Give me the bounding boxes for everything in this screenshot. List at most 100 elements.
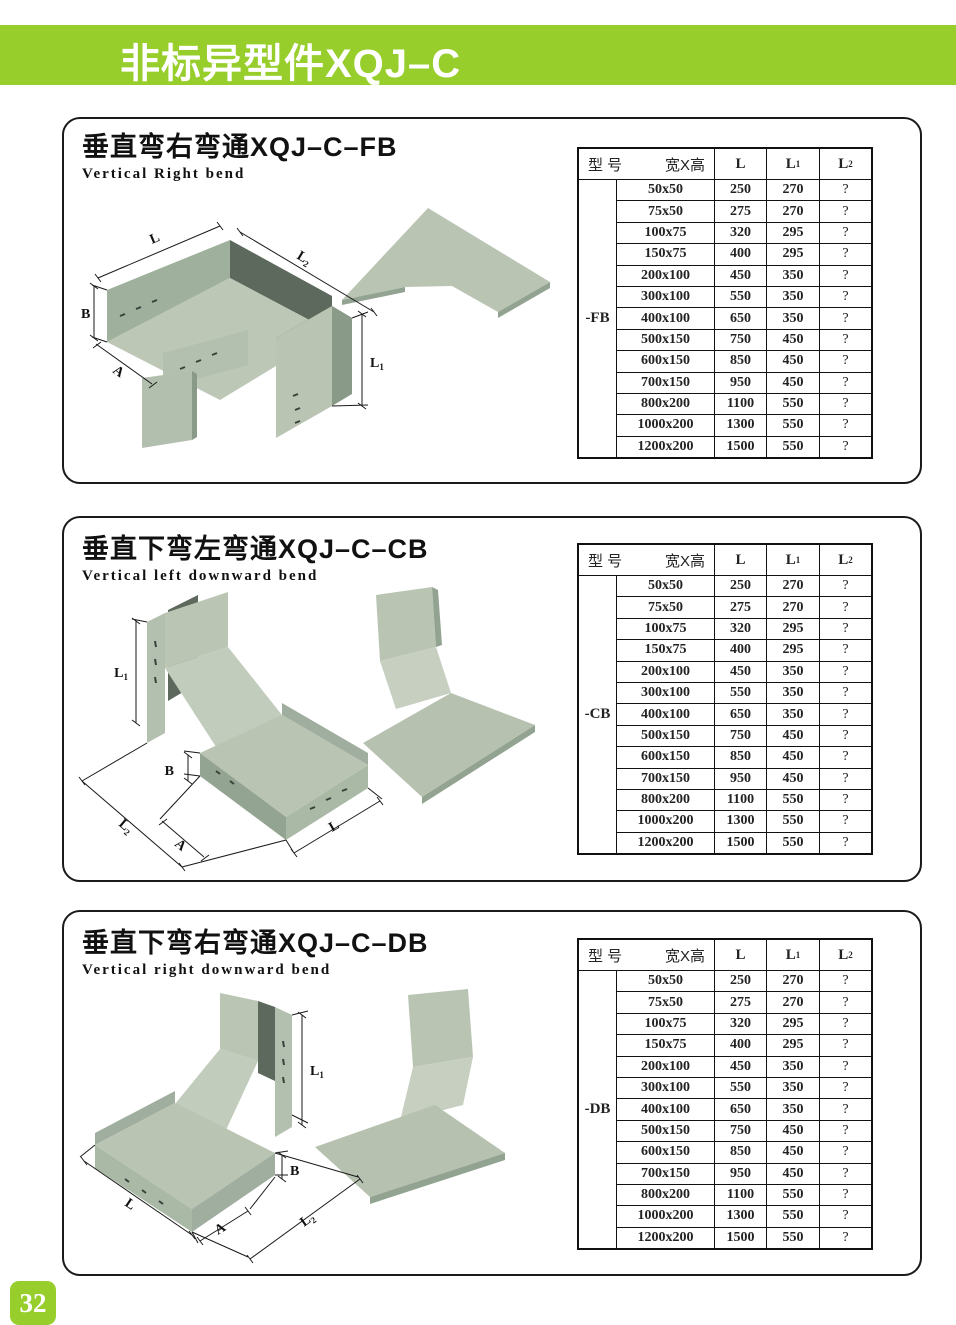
cell-size: 50x50	[617, 180, 715, 201]
cell-l2: ?	[842, 289, 849, 305]
table-row: 100x75 320 295 ?	[617, 1013, 871, 1036]
cell-l: 275	[715, 992, 767, 1013]
cell-l2: ?	[842, 1058, 849, 1074]
dim-label-b: B	[290, 1164, 299, 1179]
cell-l1: 550	[767, 1184, 820, 1206]
cell-l: 1100	[715, 393, 767, 415]
table-row: 50x50 250 270 ?	[617, 971, 871, 993]
section-title-cn: 垂直下弯左弯通XQJ–C–CB	[82, 534, 429, 564]
cell-size: 600x150	[617, 1142, 715, 1163]
table-row: 200x100 450 350 ?	[617, 661, 871, 683]
cell-size: 200x100	[617, 1056, 715, 1077]
dim-label-b: B	[81, 307, 90, 322]
cell-size: 1200x200	[617, 1227, 715, 1249]
cell-l: 250	[715, 971, 767, 992]
cell-l1: 550	[767, 811, 820, 832]
cell-l2: ?	[842, 310, 849, 326]
cell-l: 1300	[715, 811, 767, 832]
dim-label-l1: L1	[114, 666, 128, 682]
cell-l2: ?	[842, 1229, 849, 1245]
table-row: 1200x200 1500 550 ?	[617, 436, 871, 458]
cell-size: 300x100	[617, 286, 715, 308]
cell-size: 700x150	[617, 768, 715, 789]
dimension-lines: L L2 B A L1	[81, 221, 384, 410]
iso-drawing-right-bend: L L2 B A L1	[81, 208, 550, 448]
cell-l2: ?	[842, 792, 849, 808]
section-title-db: 垂直下弯右弯通XQJ–C–DB Vertical right downward …	[82, 926, 429, 980]
cell-size: 200x100	[617, 265, 715, 286]
cell-l1: 350	[767, 265, 820, 286]
cell-l2: ?	[842, 770, 849, 786]
cell-l1: 295	[767, 618, 820, 640]
table-row: 500x150 750 450 ?	[617, 725, 871, 748]
cell-l: 400	[715, 640, 767, 661]
cell-l1: 450	[767, 747, 820, 768]
cell-l2: ?	[842, 182, 849, 198]
cell-size: 100x75	[617, 618, 715, 640]
cell-l2: ?	[842, 1144, 849, 1160]
cell-l1: 550	[767, 393, 820, 415]
table-row: 1000x200 1300 550 ?	[617, 811, 871, 833]
header-model: 型 号	[588, 156, 623, 174]
cell-l2: ?	[842, 374, 849, 390]
header-l: L	[715, 149, 767, 179]
cell-l1: 450	[767, 1120, 820, 1142]
dim-label-l: L	[122, 1196, 138, 1214]
cell-l: 400	[715, 1035, 767, 1056]
cell-size: 700x150	[617, 372, 715, 393]
cell-l2: ?	[842, 994, 849, 1010]
cell-l2: ?	[842, 246, 849, 262]
table-row: 700x150 950 450 ?	[617, 768, 871, 790]
table-row: 700x150 950 450 ?	[617, 1163, 871, 1185]
cell-size: 100x75	[617, 1013, 715, 1035]
header-model: 型 号	[588, 947, 623, 965]
cell-l2: ?	[842, 438, 849, 454]
table-row: 200x100 450 350 ?	[617, 1056, 871, 1078]
cell-l1: 350	[767, 704, 820, 725]
cell-l1: 450	[767, 351, 820, 372]
cell-l: 950	[715, 1163, 767, 1184]
page-title: 非标异型件XQJ–C	[120, 42, 462, 86]
table-row: 300x100 550 350 ?	[617, 1077, 871, 1100]
cell-l1: 295	[767, 1013, 820, 1035]
cell-l2: ?	[842, 685, 849, 701]
table-row: 400x100 650 350 ?	[617, 1099, 871, 1121]
cell-l1: 350	[767, 308, 820, 329]
cell-l1: 450	[767, 725, 820, 747]
header-size: 宽X高	[664, 156, 705, 174]
table-row: 800x200 1100 550 ?	[617, 393, 871, 416]
cell-l: 750	[715, 1120, 767, 1142]
table-row: 50x50 250 270 ?	[617, 180, 871, 202]
table-row: 300x100 550 350 ?	[617, 286, 871, 309]
page-number: 32	[19, 1287, 47, 1318]
cell-l: 320	[715, 618, 767, 640]
cell-l: 550	[715, 1077, 767, 1099]
cell-l: 650	[715, 704, 767, 725]
cell-l: 250	[715, 180, 767, 201]
cell-size: 500x150	[617, 725, 715, 747]
cell-size: 500x150	[617, 329, 715, 351]
cell-l1: 350	[767, 661, 820, 682]
cell-size: 300x100	[617, 682, 715, 704]
cell-size: 150x75	[617, 640, 715, 661]
cell-l1: 450	[767, 1163, 820, 1184]
cell-l: 1100	[715, 789, 767, 811]
cell-l2: ?	[842, 1080, 849, 1096]
dim-label-a: A	[171, 837, 189, 856]
table-row: 800x200 1100 550 ?	[617, 1184, 871, 1207]
cell-l: 850	[715, 351, 767, 372]
cell-l1: 350	[767, 682, 820, 704]
dim-label-l2: L2	[293, 249, 314, 270]
cell-size: 100x75	[617, 222, 715, 244]
dim-label-b: B	[165, 764, 174, 779]
dim-label-l: L	[148, 230, 162, 247]
table-row: 1000x200 1300 550 ?	[617, 415, 871, 437]
table-row: 75x50 275 270 ?	[617, 597, 871, 619]
